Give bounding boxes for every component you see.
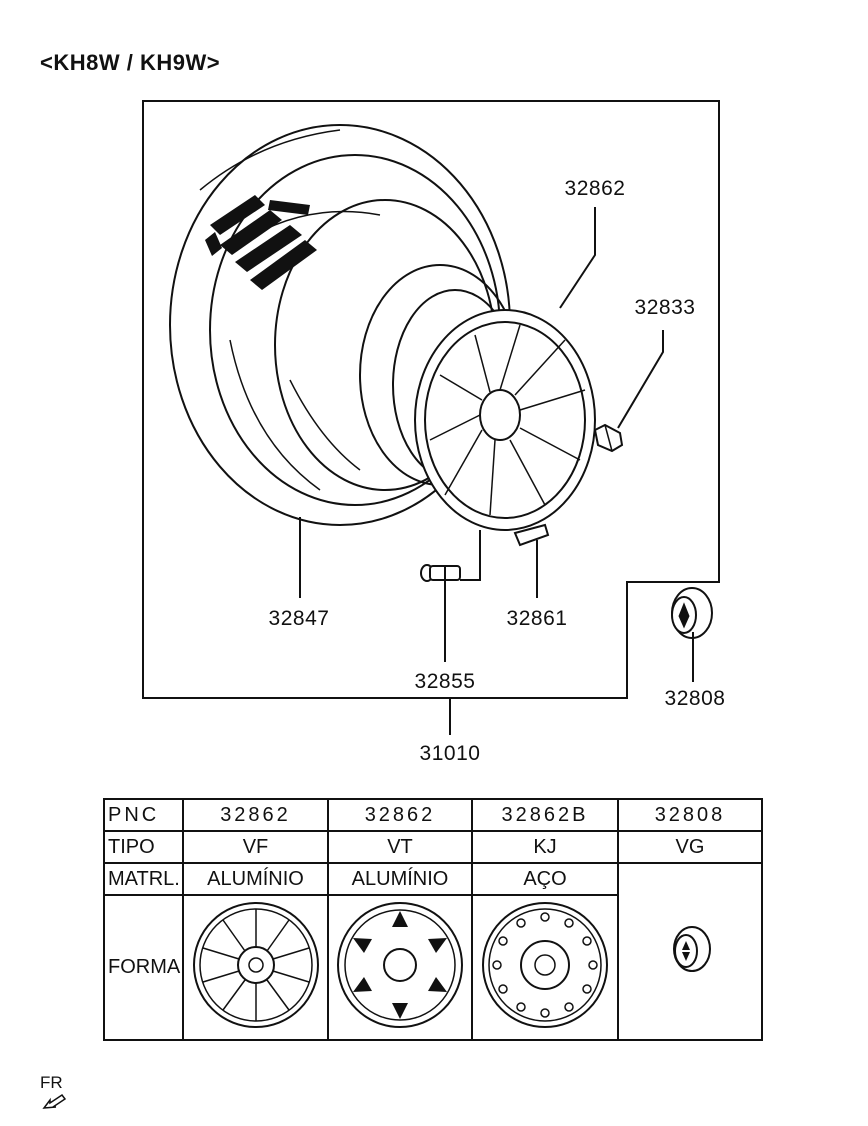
6-spoke-alloy-wheel-icon: [337, 901, 463, 1028]
matrl-cell: ALUMÍNIO: [327, 862, 473, 896]
leader-lines: [299, 207, 694, 735]
callout-32862: 32862: [564, 177, 626, 200]
valve-stem-icon: [420, 564, 461, 582]
front-direction-label: FR: [40, 1073, 63, 1092]
header-forma: FORMA: [103, 894, 184, 1041]
matrl-cell: AÇO: [471, 862, 619, 896]
header-tipo: TIPO: [103, 830, 184, 864]
wheel-nut-icon: [593, 423, 624, 453]
assembly-boundary: [142, 100, 720, 699]
header-pnc: PNC: [103, 798, 184, 832]
pnc-cell: 32862B: [471, 798, 619, 832]
table-row-forma: FORMA: [103, 894, 762, 1041]
forma-cell-kj: [471, 894, 619, 1041]
forma-cell-vf: [182, 894, 329, 1041]
10-spoke-alloy-wheel-icon: [192, 901, 319, 1028]
callout-32833: 32833: [634, 296, 696, 319]
table-row-matrl: MATRL. ALUMÍNIO ALUMÍNIO AÇO: [103, 862, 763, 1041]
header-matrl: MATRL.: [103, 862, 184, 896]
steel-wheel-icon: [482, 901, 608, 1028]
callout-32855: 32855: [414, 670, 476, 693]
center-cap-icon: [671, 587, 713, 639]
tipo-cell: VT: [327, 830, 473, 864]
matrl-cell: ALUMÍNIO: [182, 862, 329, 896]
alloy-wheel-icon: [414, 309, 596, 531]
callout-32861: 32861: [506, 607, 568, 630]
page-title: <KH8W / KH9W>: [40, 50, 221, 75]
callout-32808: 32808: [664, 687, 726, 710]
parts-table: PNC 32862 32862 32862B 32808 TIPO VF VT …: [103, 798, 763, 1041]
table-row-tipo: TIPO VF VT KJ VG: [103, 830, 763, 864]
pnc-cell: 32862: [182, 798, 329, 832]
tire-tread-icon: [205, 195, 317, 290]
forma-cell-center-cap: [617, 862, 763, 1041]
pnc-cell: 32808: [617, 798, 763, 832]
tipo-cell: VF: [182, 830, 329, 864]
table-row-pnc: PNC 32862 32862 32862B 32808: [103, 798, 763, 832]
callout-32847: 32847: [268, 607, 330, 630]
tipo-cell: VG: [617, 830, 763, 864]
pnc-cell: 32862: [327, 798, 473, 832]
balance-weight-icon: [513, 523, 550, 547]
tipo-cell: KJ: [471, 830, 619, 864]
front-arrow-icon: [42, 1093, 67, 1109]
callout-31010: 31010: [419, 742, 481, 765]
center-cap-icon: [673, 925, 711, 972]
forma-cell-vt: [327, 894, 473, 1041]
